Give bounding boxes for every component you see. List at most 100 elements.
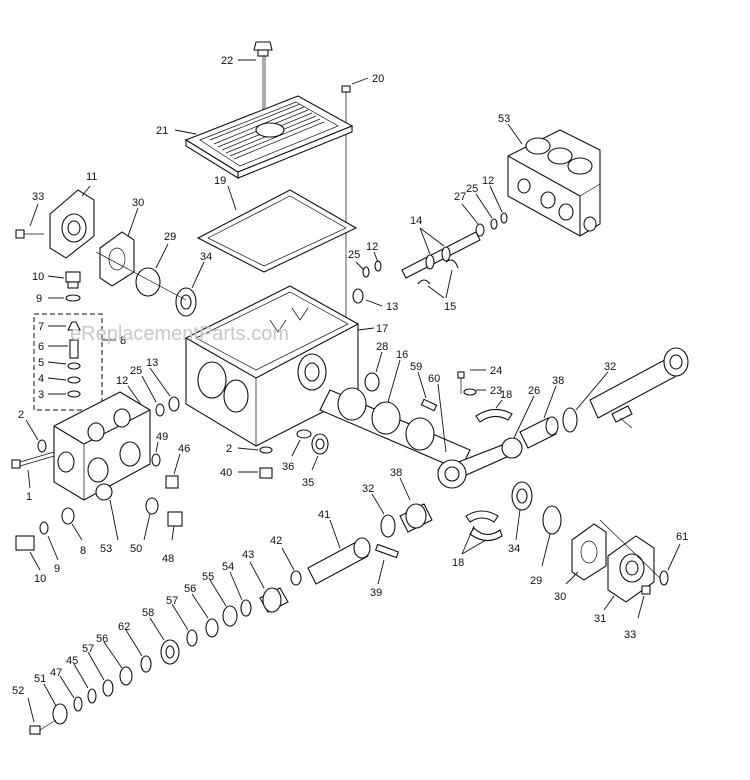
- ring-part-56b: [119, 666, 133, 686]
- callout-45: 45: [66, 655, 78, 667]
- callout-9b: 9: [54, 563, 60, 575]
- callout-58: 58: [142, 607, 154, 619]
- seal-part-13-mid: [352, 288, 364, 304]
- kit-box-part-8: [33, 313, 103, 411]
- callout-21: 21: [156, 125, 168, 137]
- callout-59: 59: [410, 361, 422, 373]
- callout-5: 5: [38, 357, 44, 369]
- washer-part-2-left: [37, 439, 47, 453]
- callout-16: 16: [396, 349, 408, 361]
- ring-part-56a: [205, 618, 219, 638]
- callout-2a: 2: [18, 409, 24, 421]
- oring-part-36: [296, 429, 312, 439]
- plunger-part-14: [401, 231, 481, 279]
- callout-2b: 2: [226, 443, 232, 455]
- callout-26: 26: [528, 385, 540, 397]
- plunger-part-41: [307, 537, 371, 585]
- plug-part-10-upper: [65, 271, 81, 289]
- screw-part-33: [15, 229, 44, 239]
- plug-part-48: [167, 511, 183, 527]
- callout-40: 40: [220, 467, 232, 479]
- callout-20: 20: [372, 73, 384, 85]
- washer-part-9-upper: [65, 294, 81, 302]
- callout-48: 48: [162, 553, 174, 565]
- callout-42: 42: [270, 535, 282, 547]
- circlip-part-15-a: [417, 279, 431, 285]
- callout-56a: 56: [184, 583, 196, 595]
- bearing-cover-part-31: [607, 535, 655, 603]
- callout-7: 7: [38, 321, 44, 333]
- bearing-shell-part-18-lower: [465, 510, 503, 542]
- circlip-part-15-b: [445, 259, 459, 269]
- callout-22: 22: [221, 55, 233, 67]
- ring-part-12-right: [500, 212, 508, 224]
- screw-part-52: [29, 719, 57, 735]
- valve-part-8-lower: [61, 507, 75, 525]
- ring-part-57b: [102, 679, 114, 697]
- oring-part-49: [151, 453, 161, 467]
- ring-part-25-left: [155, 403, 165, 417]
- screw-part-33-right: [641, 585, 651, 595]
- callout-27: 27: [454, 191, 466, 203]
- callout-8b: 8: [80, 545, 86, 557]
- callout-19: 19: [214, 175, 226, 187]
- callout-56b: 56: [96, 633, 108, 645]
- ring-part-12-mid: [374, 260, 382, 272]
- callout-13a: 13: [146, 357, 158, 369]
- sleeve-part-43: [259, 587, 289, 613]
- seal-part-32-upper: [562, 407, 578, 433]
- ring-part-47: [73, 696, 83, 712]
- callout-25a: 25: [130, 365, 142, 377]
- gasket-part-19: [196, 189, 358, 273]
- oil-seal-part-28: [364, 372, 380, 392]
- callout-60: 60: [428, 373, 440, 385]
- crankcase-part-17: [185, 285, 359, 447]
- callout-52: 52: [12, 685, 24, 697]
- callout-15: 15: [444, 301, 456, 313]
- callout-10b: 10: [34, 573, 46, 585]
- callout-53b: 53: [498, 113, 510, 125]
- washer-part-50: [145, 497, 159, 515]
- seal-part-32-lower: [380, 514, 396, 538]
- plug-part-40: [259, 467, 273, 479]
- cover-plate-part-21: [184, 95, 354, 179]
- callout-25b: 25: [466, 183, 478, 195]
- seal-part-13-left: [168, 396, 180, 412]
- callout-10a: 10: [32, 271, 44, 283]
- ring-part-54: [240, 599, 252, 617]
- callout-31: 31: [594, 613, 606, 625]
- gasket-part-30: [99, 231, 135, 287]
- bolt-part-1: [11, 451, 55, 469]
- callout-4: 4: [38, 373, 44, 385]
- callout-36: 36: [282, 461, 294, 473]
- crosshead-part-38-lower: [399, 503, 433, 533]
- gasket-part-30-right: [571, 523, 607, 581]
- callout-33b: 33: [624, 629, 636, 641]
- callout-6: 6: [38, 341, 44, 353]
- callout-53a: 53: [100, 543, 112, 555]
- callout-34b: 34: [508, 543, 520, 555]
- callout-32a: 32: [604, 361, 616, 373]
- ring-part-57a: [186, 629, 198, 647]
- seal-part-55: [222, 605, 238, 627]
- washer-part-9-lower: [39, 521, 49, 535]
- callout-29a: 29: [164, 231, 176, 243]
- callout-29b: 29: [530, 575, 542, 587]
- ring-part-62: [140, 655, 152, 673]
- callout-47: 47: [50, 667, 62, 679]
- callout-13b: 13: [386, 301, 398, 313]
- manifold-part-53-right: [507, 129, 601, 237]
- callout-51: 51: [34, 673, 46, 685]
- connecting-rod-part-26: [437, 437, 523, 489]
- washer-part-23: [463, 388, 477, 396]
- key-part-59: [420, 398, 438, 412]
- plunger-rod-assembly-right: [589, 347, 689, 429]
- callout-61: 61: [676, 531, 688, 543]
- callout-18b: 18: [452, 557, 464, 569]
- ring-part-42: [290, 570, 302, 586]
- callout-34a: 34: [200, 251, 212, 263]
- plug-part-10-lower: [15, 535, 35, 551]
- callout-12b: 12: [482, 175, 494, 187]
- seal-retainer-part-58: [160, 639, 180, 665]
